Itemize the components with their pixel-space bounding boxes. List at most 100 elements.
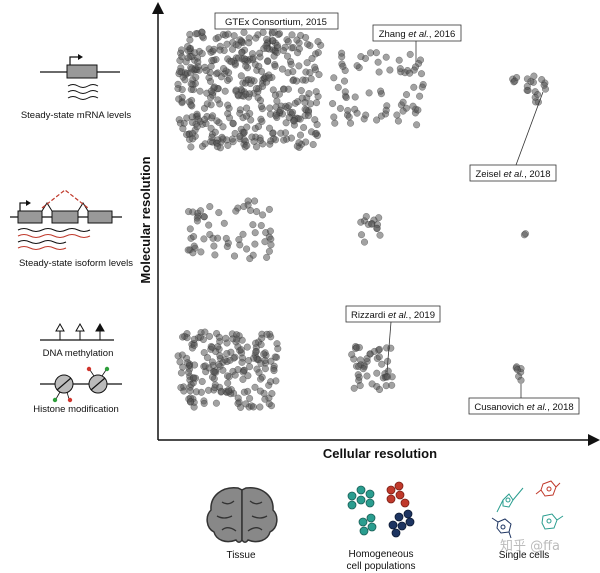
scatter-dot [311, 63, 319, 71]
scatter-dot [190, 341, 198, 349]
scatter-dot [295, 62, 303, 70]
scatter-dot [357, 231, 366, 239]
scatter-dot [409, 102, 417, 110]
scatter-dot [311, 116, 319, 124]
scatter-dot [302, 138, 310, 146]
scatter-dot [178, 53, 186, 61]
callout-cusanovich: Cusanovich et al., 2018 [468, 384, 580, 415]
scatter-dot [196, 333, 204, 341]
scatter-dot [234, 91, 242, 99]
scatter-dot [244, 372, 252, 380]
scatter-dot [204, 386, 213, 394]
scatter-dot [274, 30, 282, 39]
scatter-dot [224, 141, 232, 149]
scatter-dot [257, 375, 265, 383]
scatter-dot [416, 92, 424, 100]
callout-zhang-text: Zhang et al., 2016 [379, 29, 456, 40]
scatter-dot [260, 350, 268, 358]
scatter-dot [210, 45, 218, 53]
scatter-dot [274, 345, 282, 353]
brain-icon [206, 487, 278, 543]
scatter-dot [188, 118, 196, 126]
scatter-dot [201, 362, 209, 370]
scatter-dot [304, 112, 313, 120]
scatter-dot [353, 109, 361, 117]
scatter-dot [243, 343, 251, 351]
scatter-dot [534, 91, 542, 99]
scatter-dot [215, 209, 223, 217]
scatter-dot [254, 122, 263, 131]
scatter-dot [341, 88, 349, 96]
dot-cluster-homogeneous-isoform [357, 212, 384, 246]
scatter-dot [219, 64, 228, 73]
scatter-dot [193, 123, 201, 131]
scatter-dot [268, 390, 276, 398]
scatter-dot [290, 117, 298, 125]
scatter-dot [249, 221, 257, 229]
scatter-dot [312, 99, 321, 107]
scatter-dot [414, 106, 422, 114]
scatter-dot [353, 62, 361, 70]
scatter-dot [383, 373, 392, 381]
dot-cluster-single-cell-mrna [509, 72, 550, 106]
scatter-dot [225, 104, 233, 112]
scatter-dot [373, 116, 381, 124]
scatter-dot [243, 142, 251, 150]
scatter-dot [248, 50, 257, 58]
scatter-dot [240, 136, 248, 144]
watermark: 知乎 @ffa [500, 538, 560, 554]
scatter-dot [190, 242, 198, 250]
scatter-dot [257, 115, 265, 123]
scatter-dot [211, 384, 219, 392]
scatter-dot [259, 28, 267, 36]
mrna-gene-icon [40, 54, 120, 100]
scatter-dot [265, 247, 273, 255]
scatter-dot [187, 143, 195, 151]
scatter-dot [257, 221, 265, 230]
scatter-dot [184, 54, 192, 62]
x-axis-label: Cellular resolution [323, 446, 437, 461]
scatter-dot [243, 104, 251, 112]
scatter-dot [200, 213, 208, 221]
callout-gtex: GTEx Consortium, 2015 [214, 12, 339, 50]
scatter-dot [243, 123, 251, 131]
dot-cluster-single-cell-epigenetic [512, 363, 525, 384]
callout-zhang: Zhang et al., 2016 [372, 24, 462, 62]
scatter-dot [263, 44, 271, 53]
scatter-dot [211, 128, 219, 136]
scatter-dot [189, 135, 197, 143]
scatter-dot [180, 387, 188, 395]
scatter-dot [237, 72, 245, 80]
scatter-dot [356, 356, 364, 364]
scatter-dot [348, 350, 356, 359]
scatter-dot [288, 31, 296, 39]
scatter-dot [312, 88, 320, 96]
histone-label: Histone modification [33, 404, 119, 415]
scatter-dot [294, 98, 302, 106]
scatter-dot [311, 130, 319, 138]
scatter-dot [197, 207, 205, 215]
scatter-dot [202, 66, 210, 75]
scatter-dot [258, 334, 266, 342]
scatter-dot [197, 388, 205, 396]
scatter-dot [338, 53, 346, 61]
single-cells-label: Single cells [499, 550, 550, 561]
scatter-dot [210, 242, 218, 250]
scatter-dot [240, 28, 248, 36]
scatter-dot [184, 246, 192, 254]
histone-modification-icon [40, 366, 122, 403]
scatter-dot [242, 112, 251, 120]
scatter-dot [245, 356, 253, 365]
scatter-dot [203, 354, 211, 362]
scatter-dot [188, 65, 196, 73]
scatter-dot [253, 208, 261, 216]
scatter-dot [267, 378, 275, 386]
scatter-dot [251, 229, 259, 237]
scatter-dot [189, 208, 197, 216]
scatter-dot [402, 91, 411, 99]
scatter-dot [265, 205, 273, 213]
scatter-dot [374, 58, 382, 66]
scatter-dot [200, 399, 208, 407]
scatter-dot [282, 119, 290, 127]
scatter-dot [271, 353, 279, 361]
